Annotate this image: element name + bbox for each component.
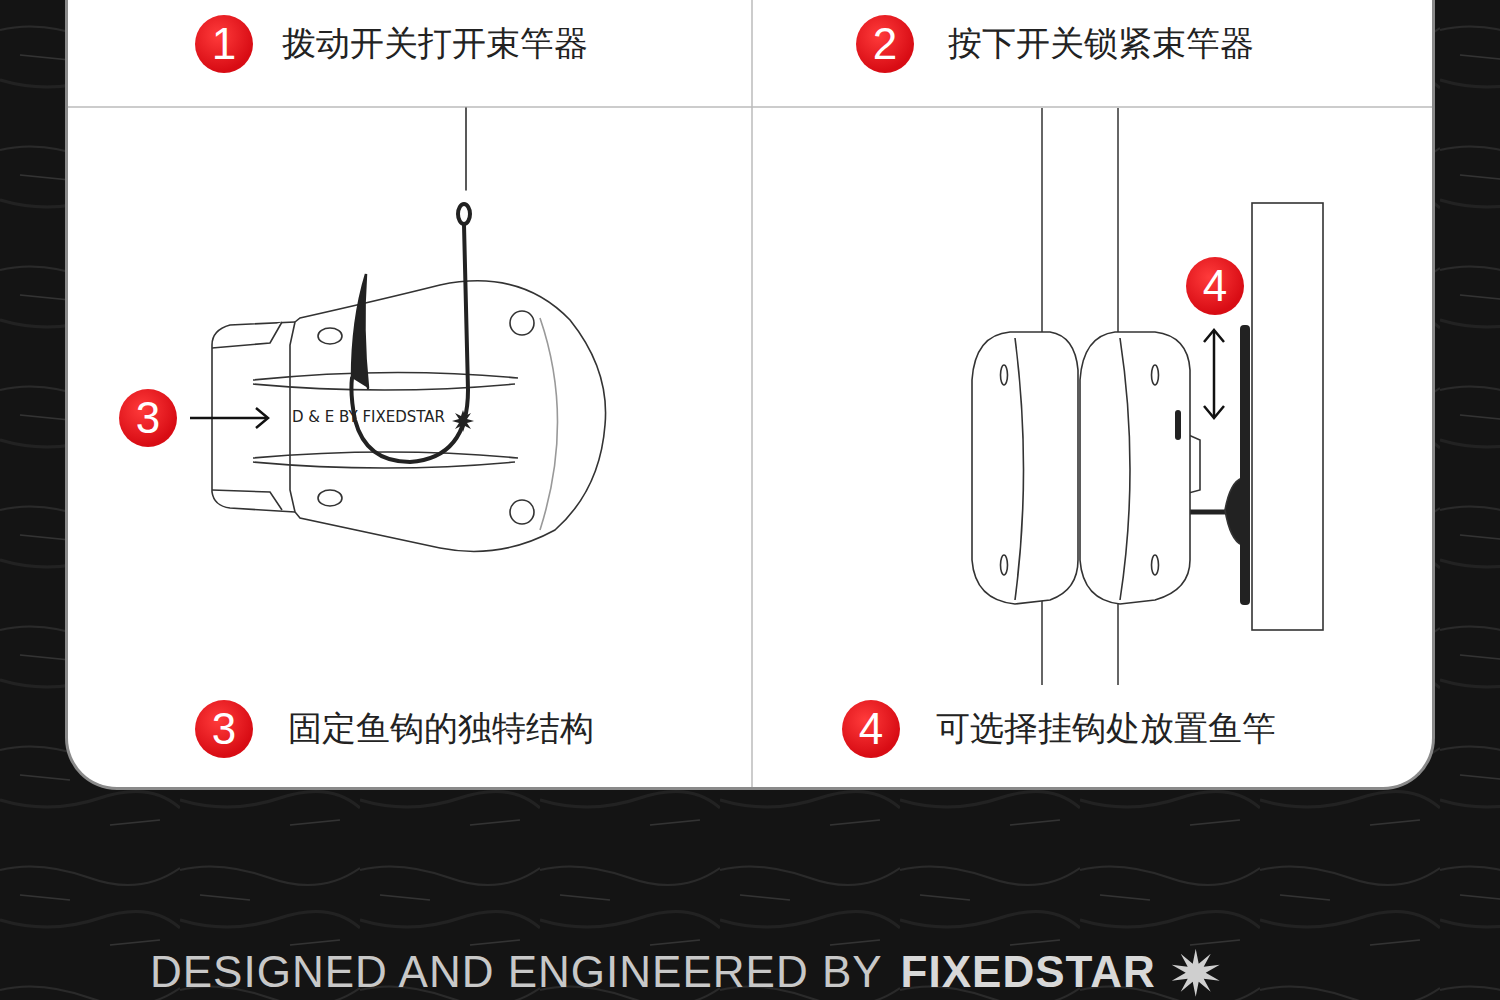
footer-brand: FIXEDSTAR [901, 947, 1156, 998]
callout-number-text: 4 [1203, 264, 1227, 308]
caption-text: 可选择挂钩处放置鱼竿 [936, 709, 1276, 748]
rod-holder-device [212, 281, 606, 552]
step-title: 拨动开关打开束竿器 [282, 24, 588, 63]
callout-number: 1 [195, 15, 253, 73]
callout-number-text: 1 [212, 22, 236, 66]
clamp-pads [972, 203, 1323, 630]
callout-number-text: 3 [212, 707, 236, 751]
brand-mark: D & E BY FIXEDSTAR [292, 409, 445, 426]
callout-number: 4 [842, 700, 900, 758]
callout-number: 3 [195, 700, 253, 758]
footer-text: DESIGNED AND ENGINEERED BY [150, 947, 883, 998]
caption-text: 固定鱼钩的独特结构 [288, 709, 594, 748]
callout-number-text: 3 [136, 396, 160, 440]
double-arrow [1204, 330, 1224, 418]
step-title: 按下开关锁紧束竿器 [948, 24, 1254, 63]
callout-number: 3 [119, 389, 177, 447]
footer-star [1172, 949, 1220, 997]
leader-arrow [190, 408, 268, 428]
callout-number-text: 2 [873, 22, 897, 66]
star-logo [452, 410, 474, 432]
callout-number: 4 [1186, 257, 1244, 315]
callout-number: 2 [856, 15, 914, 73]
callout-number-text: 4 [859, 707, 883, 751]
